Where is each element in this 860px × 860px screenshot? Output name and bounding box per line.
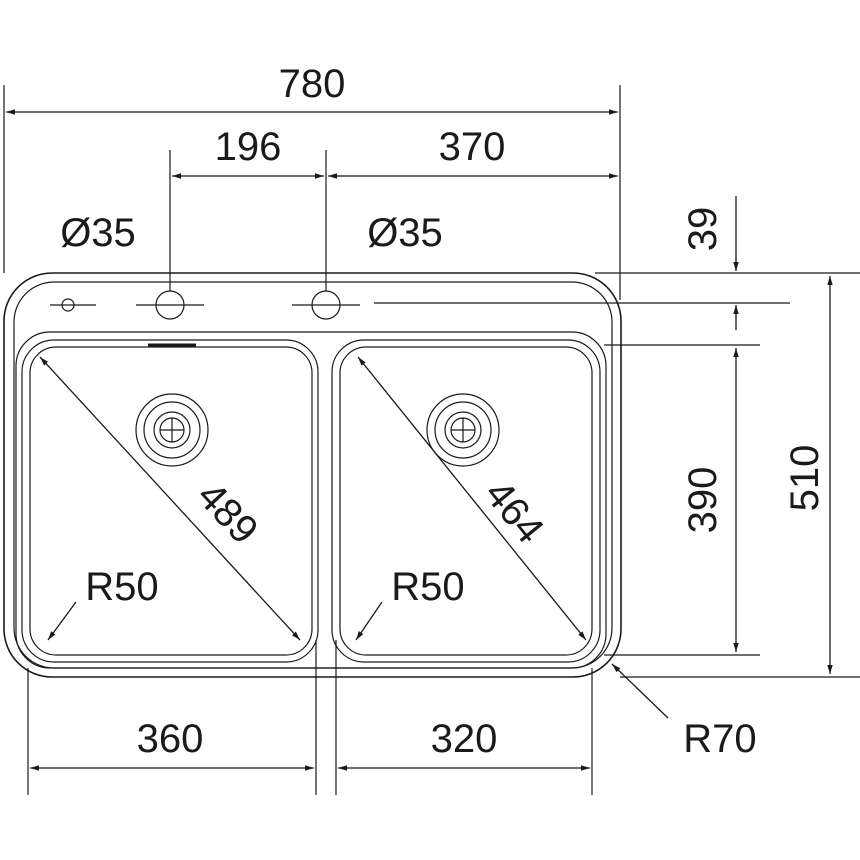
leader-r50-left — [47, 601, 77, 641]
leader-r70 — [611, 663, 669, 719]
label-r70: R70 — [683, 717, 756, 761]
dim-line-489 — [39, 356, 301, 641]
label-r50-left: R50 — [85, 565, 158, 609]
bowl-frame — [15, 331, 607, 669]
label-370: 370 — [439, 125, 506, 169]
label-780: 780 — [279, 62, 346, 106]
label-320: 320 — [431, 717, 498, 761]
leader-r50-right — [355, 601, 383, 641]
label-39: 39 — [681, 207, 725, 252]
drain-left-icon — [135, 393, 209, 467]
label-196: 196 — [215, 125, 282, 169]
dim-line-464 — [357, 356, 587, 641]
label-390: 390 — [681, 467, 725, 534]
label-464: 464 — [476, 472, 552, 552]
label-489: 489 — [189, 474, 267, 553]
label-510: 510 — [783, 445, 827, 512]
right-bowl — [331, 339, 601, 663]
tap-hole-small — [50, 298, 96, 312]
label-tap-hole-2: Ø35 — [367, 211, 443, 255]
label-tap-hole-1: Ø35 — [60, 211, 136, 255]
left-bowl — [21, 339, 319, 663]
tap-hole-left — [136, 150, 204, 320]
label-r50-right: R50 — [391, 565, 464, 609]
tap-hole-right — [292, 150, 360, 320]
label-360: 360 — [137, 717, 204, 761]
